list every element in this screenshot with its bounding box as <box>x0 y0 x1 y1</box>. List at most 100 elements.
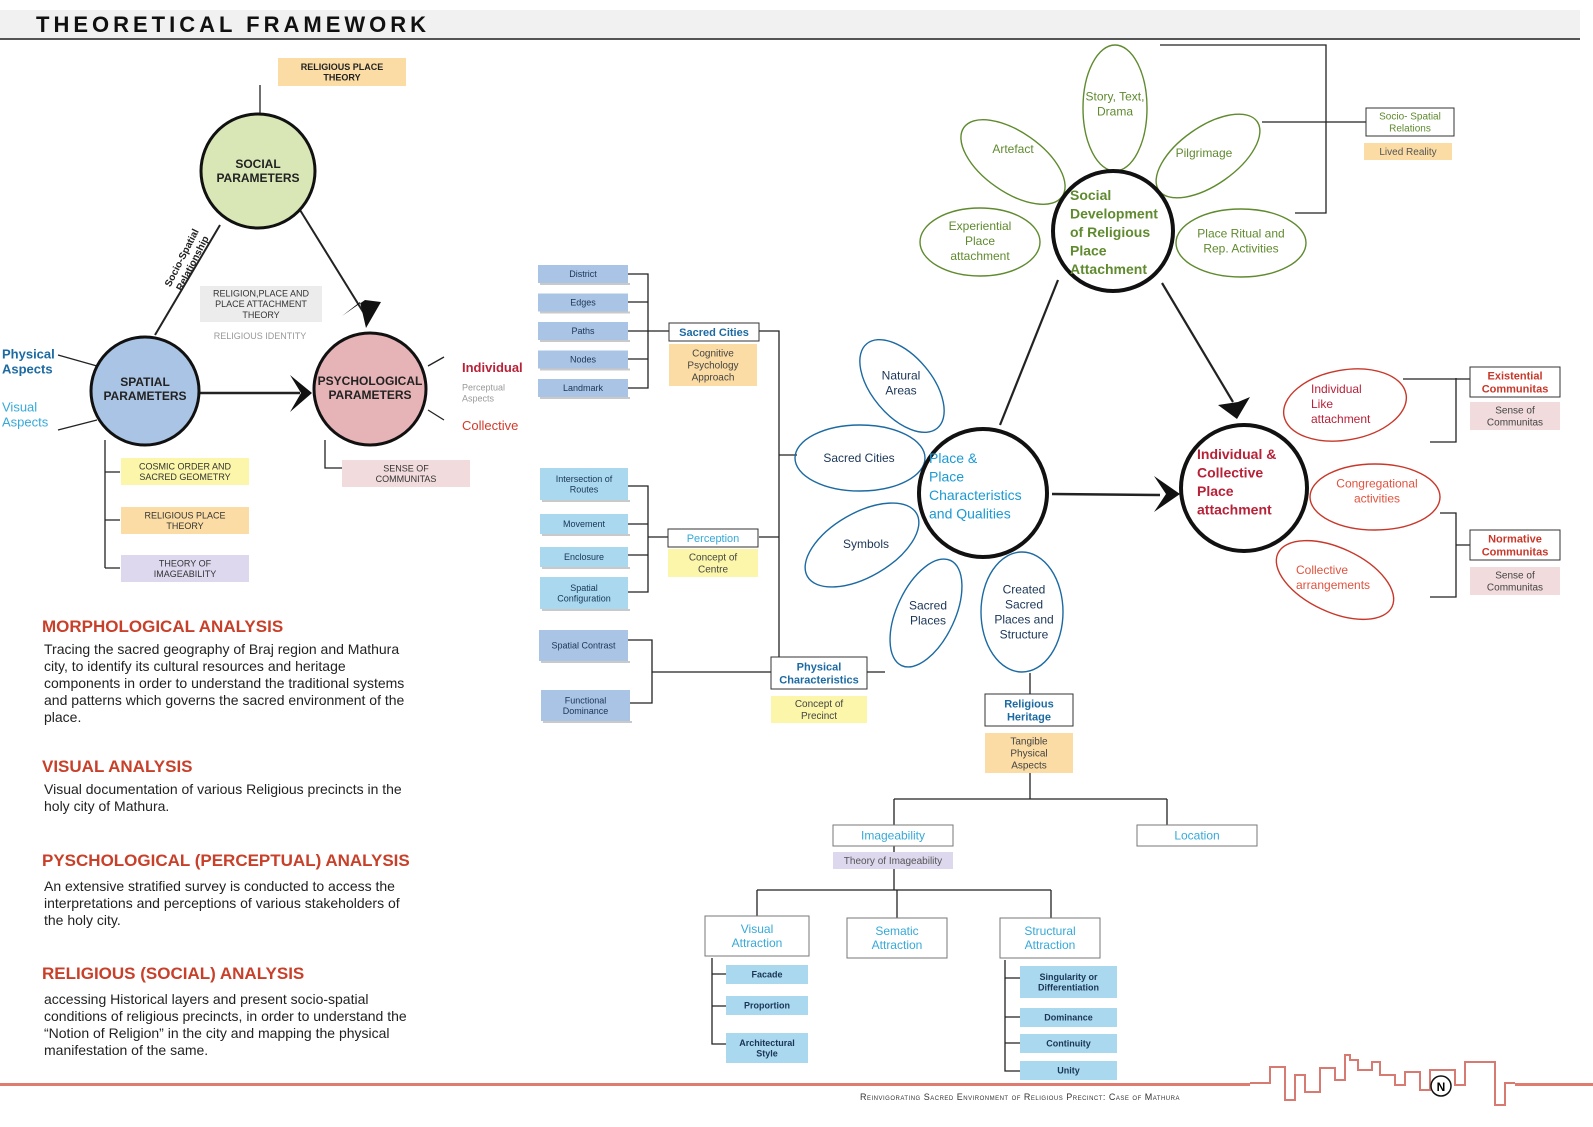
lynch-element-1: Edges <box>570 298 596 308</box>
social-petal-2: Pilgrimage <box>1176 146 1233 160</box>
perception-item-1: Movement <box>563 519 606 529</box>
theory-of-imageability-left-box <box>121 555 249 582</box>
analysis-heading-visual: VISUAL ANALYSIS <box>42 757 193 776</box>
lynch-element-0-box <box>538 265 628 283</box>
socio-spatial-relations-box <box>1365 107 1455 137</box>
social-petal-0: Story, Text,Drama <box>1086 90 1145 119</box>
lynch-element-0: District <box>569 269 597 279</box>
perception-header: Perception <box>687 533 740 545</box>
visual-attraction-box <box>704 915 810 957</box>
location: Location <box>1174 829 1219 843</box>
religious-place-theory-top-box <box>278 58 406 86</box>
location-box <box>1136 824 1258 847</box>
perception-item-3-shadow <box>542 609 630 611</box>
lynch-element-2-box <box>538 322 628 340</box>
sematic-attraction-box <box>846 917 948 959</box>
concept-of-centre-box <box>668 549 758 577</box>
lynch-element-4: Landmark <box>563 383 604 393</box>
lynch-element-4-shadow <box>540 397 630 399</box>
socio-spatial-relationship-label: Socio-SpatialRelationship <box>163 227 212 294</box>
north-label: N <box>1437 1080 1446 1094</box>
analysis-body-religious: accessing Historical layers and present … <box>44 991 407 1058</box>
analysis-heading-morphological: MORPHOLOGICAL ANALYSIS <box>42 617 284 636</box>
page-title: THEORETICAL FRAMEWORK <box>36 12 431 37</box>
perception-item-0-shadow <box>542 500 630 502</box>
perception-item-0-box <box>540 468 628 500</box>
lynch-element-4-box <box>538 379 628 397</box>
lived-reality-box <box>1364 143 1452 160</box>
lynch-element-1-box <box>538 293 628 312</box>
perception-item-2: Enclosure <box>564 552 604 562</box>
theory-of-imageability: Theory of Imageability <box>844 856 942 867</box>
visual-item-1-box <box>726 996 808 1015</box>
lynch-element-2: Paths <box>571 326 595 336</box>
collective-label: Collective <box>462 418 518 433</box>
footer-line-right <box>1515 1083 1593 1086</box>
structural-attraction-box <box>999 917 1101 959</box>
perception-header-box <box>667 528 759 548</box>
structural-item-3: Unity <box>1057 1066 1080 1076</box>
visual-item-0-box <box>726 965 808 984</box>
religious-identity-label: RELIGIOUS IDENTITY <box>214 331 307 341</box>
normative-sense-box <box>1470 567 1560 595</box>
physical-item-1-box <box>541 690 630 721</box>
analysis-body-morphological: Tracing the sacred geography of Braj reg… <box>44 641 405 725</box>
religious-heritage-box <box>984 693 1074 727</box>
place-petal-2: Symbols <box>843 537 889 551</box>
structural-item-1: Dominance <box>1044 1013 1093 1023</box>
existential-communitas-box <box>1469 366 1561 398</box>
lynch-element-3-shadow <box>540 368 630 371</box>
sacred-cities-header: Sacred Cities <box>679 327 749 339</box>
visual-item-2-box <box>726 1033 808 1063</box>
footer-caption: Reinvigorating Sacred Environment of Rel… <box>860 1092 1180 1102</box>
individual-label: Individual <box>462 360 523 375</box>
lynch-element-3-box <box>538 350 628 369</box>
sacred-cities-header-box <box>668 322 760 342</box>
footer-line <box>0 1083 1250 1086</box>
physical-characteristics-header-box <box>770 656 868 690</box>
cognitive-psychology-box <box>669 344 757 386</box>
theory-of-imageability-box <box>833 852 953 869</box>
lynch-element-1-shadow <box>540 311 630 314</box>
tangible-physical-aspects-box <box>985 733 1073 773</box>
lynch-element-2-shadow <box>540 340 630 342</box>
title-bar: THEORETICAL FRAMEWORK <box>0 10 1580 40</box>
cosmic-order-box <box>121 458 249 485</box>
religion-place-theory-box <box>200 286 322 322</box>
religious-place-theory-bottom-box <box>121 507 249 534</box>
analysis-heading-religious: RELIGIOUS (SOCIAL) ANALYSIS <box>42 964 305 983</box>
lynch-element-3: Nodes <box>570 355 597 365</box>
physical-item-1-shadow <box>543 721 632 723</box>
